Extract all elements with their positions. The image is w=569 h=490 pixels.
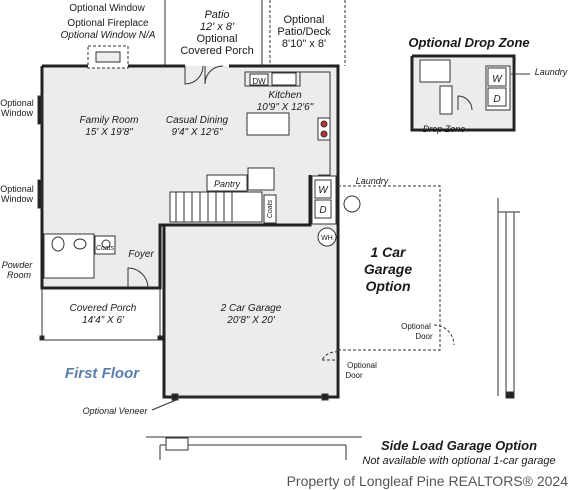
covered-porch-top: Covered Porch xyxy=(180,45,253,57)
dw-label: DW xyxy=(252,77,266,86)
side-load-subtitle: Not available with optional 1-car garage xyxy=(362,455,555,467)
side-load-title: Side Load Garage Option xyxy=(381,438,537,453)
powder-room-label-2: Room xyxy=(7,270,32,280)
optional-patio-outline xyxy=(269,0,346,66)
drop-zone-washer-label: W xyxy=(492,74,503,85)
casual-dining-size: 9'4" X 12'6" xyxy=(172,127,223,138)
optional-window-top-label: Optional Window xyxy=(69,3,145,14)
coats-closet xyxy=(263,194,277,224)
optional-window-left-2b: Window xyxy=(1,194,34,204)
optional-window-na-label: Optional Window N/A xyxy=(61,30,156,41)
covered-porch-outline xyxy=(41,288,161,341)
garage-floor xyxy=(164,225,336,397)
one-car-garage-label-1: 1 Car xyxy=(370,244,407,260)
optional-door-2a: Optional xyxy=(347,361,377,370)
side-load-elevation-right xyxy=(497,198,515,396)
optional-door-1a: Optional xyxy=(401,322,431,331)
staircase xyxy=(169,191,263,223)
powder-room-label-1: Powder xyxy=(2,260,34,270)
coats-label-2: Coats xyxy=(96,245,115,252)
opt-patio-label-1: Optional xyxy=(284,14,325,26)
kitchen-island xyxy=(246,112,290,136)
first-floor-label: First Floor xyxy=(65,365,140,382)
watermark: Property of Longleaf Pine REALTORS® 2024 xyxy=(287,473,569,489)
drop-zone-laundry-label: Laundry xyxy=(535,67,568,77)
garage-house-wall xyxy=(164,175,312,227)
family-room-label: Family Room xyxy=(80,115,139,126)
drop-zone-inset xyxy=(410,54,516,132)
wh-label: WH xyxy=(321,235,333,242)
water-heater xyxy=(317,227,337,247)
dishwasher xyxy=(249,73,269,86)
kitchen-label: Kitchen xyxy=(268,90,302,101)
one-car-garage-label-2: Garage xyxy=(364,261,412,277)
coats-label-1: Coats xyxy=(267,199,274,218)
casual-dining-label: Casual Dining xyxy=(166,115,229,126)
kitchen-size: 10'9" X 12'6" xyxy=(257,102,314,113)
dryer-label: D xyxy=(319,205,326,216)
optional-window-left-1a: Optional xyxy=(0,98,34,108)
pantry-box xyxy=(206,174,248,192)
sink xyxy=(271,72,297,86)
garage-size: 20'8" X 20' xyxy=(226,315,275,326)
laundry-label: Laundry xyxy=(356,176,389,186)
one-car-garage-outline xyxy=(338,185,441,351)
optional-veneer-label: Optional Veneer xyxy=(83,406,149,416)
family-room-size: 15' X 19'8" xyxy=(85,127,133,138)
garage-label: 2 Car Garage xyxy=(220,303,282,314)
optional-window-left-1b: Window xyxy=(1,108,34,118)
refrigerator xyxy=(247,167,275,191)
covered-porch-size: 14'4" X 6' xyxy=(82,315,125,326)
covered-porch-label: Covered Porch xyxy=(70,303,137,314)
pantry-label: Pantry xyxy=(214,179,241,189)
powder-room xyxy=(43,233,95,279)
drop-zone-title: Optional Drop Zone xyxy=(408,35,529,50)
optional-door-1b: Door xyxy=(415,332,433,341)
drop-zone-label: Drop Zone xyxy=(423,124,466,134)
opt-patio-size: 8'10" x 8' xyxy=(282,38,326,50)
patio-size: 12' x 8' xyxy=(200,21,235,33)
side-load-elevation-bottom xyxy=(146,436,362,460)
patio-optional: Optional xyxy=(197,33,238,45)
one-car-garage-label-3: Option xyxy=(365,278,410,294)
foyer-label: Foyer xyxy=(128,249,154,260)
patio-title: Patio xyxy=(204,9,229,21)
optional-window-left-2a: Optional xyxy=(0,184,34,194)
washer-label: W xyxy=(318,185,329,196)
optional-fireplace-label: Optional Fireplace xyxy=(67,18,149,29)
drop-zone-dryer-label: D xyxy=(493,94,500,105)
opt-patio-label-2: Patio/Deck xyxy=(277,26,331,38)
optional-door-2b: Door xyxy=(345,371,363,380)
kitchen-counter xyxy=(244,71,301,87)
patio-outline xyxy=(164,0,263,66)
